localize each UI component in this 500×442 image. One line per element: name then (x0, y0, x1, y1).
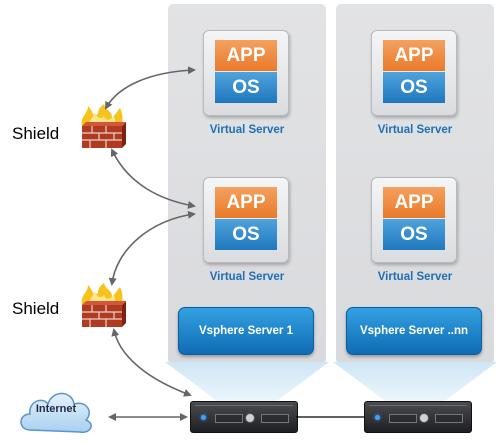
shield-label: Shield (12, 124, 60, 143)
physical-server-2 (364, 401, 472, 433)
virtual-server-label: Virtual Server (209, 124, 285, 136)
virtual-server-1: APP OS (203, 30, 289, 118)
internet-cloud-icon (20, 392, 92, 433)
os-layer: OS (383, 72, 445, 103)
server-button-icon (245, 413, 255, 423)
app-layer: APP (215, 187, 277, 218)
internet-label: Internet (35, 403, 77, 415)
virtual-server-label: Virtual Server (377, 124, 453, 136)
shield-label: Shield (12, 299, 60, 318)
arrow-shield1-to-vm1 (105, 66, 196, 110)
virtual-server-2: APP OS (203, 177, 289, 265)
vsphere-server-1: Vsphere Server 1 (178, 307, 314, 355)
server-button-icon (419, 413, 429, 423)
os-layer: OS (215, 72, 277, 103)
os-layer: OS (383, 219, 445, 250)
arrow-shield2-to-vm2 (108, 210, 196, 286)
virtual-server-3: APP OS (371, 30, 457, 118)
vsphere-server-nn: Vsphere Server ..nn (346, 307, 482, 355)
power-led-icon (201, 415, 206, 420)
firewall-icon (81, 283, 126, 327)
virtual-server-label: Virtual Server (377, 271, 453, 283)
firewall-icon (81, 104, 126, 148)
power-led-icon (375, 415, 380, 420)
app-layer: APP (215, 40, 277, 71)
virtual-server-label: Virtual Server (209, 271, 285, 283)
app-layer: APP (383, 40, 445, 71)
app-layer: APP (383, 187, 445, 218)
virtual-server-4: APP OS (371, 177, 457, 265)
drive-bay-icon (215, 414, 243, 423)
arrow-shield2-to-server (111, 328, 192, 397)
drive-bay-icon (389, 414, 417, 423)
drive-bay-icon (435, 414, 463, 423)
os-layer: OS (215, 219, 277, 250)
physical-server-1 (190, 401, 298, 433)
drive-bay-icon (261, 414, 289, 423)
arrow-shield1-to-vm2 (110, 148, 196, 209)
